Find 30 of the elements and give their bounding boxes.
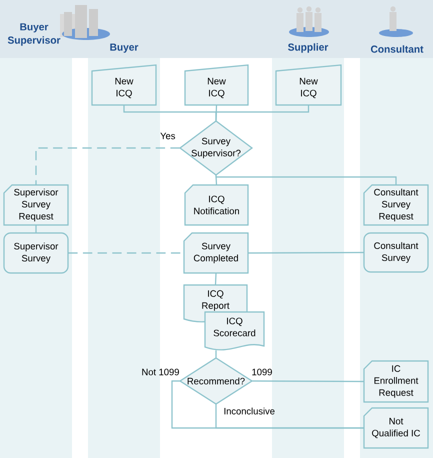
document-box: Not Qualified IC [363, 407, 429, 449]
process-box: Supervisor Survey [3, 232, 69, 274]
document-box: IC Enrollment Request [363, 360, 429, 403]
document-box: Consultant Survey Request [363, 184, 429, 226]
connector-line [215, 350, 217, 358]
connector-line [215, 175, 397, 185]
lane-title: Supplier [288, 43, 328, 53]
edge-label: 1099 [252, 368, 272, 376]
input-box: New ICQ [184, 64, 249, 106]
connector-line [215, 105, 310, 121]
lane-title: Consultant [370, 45, 424, 53]
connector-line [214, 273, 217, 285]
lane-title: Buyer [110, 44, 138, 53]
connector-line [215, 175, 218, 185]
report-box: ICQ Scorecard [204, 311, 265, 350]
connector-line [171, 380, 364, 429]
connector-line [35, 147, 180, 185]
connector-line [248, 252, 364, 254]
edge-label: Not 1099 [142, 368, 179, 376]
input-box: New ICQ [275, 64, 342, 106]
process-box: Consultant Survey [363, 232, 429, 273]
document-box: ICQ Notification [184, 184, 249, 226]
edge-label: Yes [160, 132, 176, 140]
connector-line [35, 225, 37, 233]
input-box: New ICQ [91, 64, 157, 106]
document-box: Survey Completed [183, 232, 249, 274]
edge-label: Inconclusive [224, 408, 275, 414]
document-box: Supervisor Survey Request [3, 184, 69, 226]
connector-line [252, 380, 364, 382]
lane-title: Buyer Supervisor [8, 23, 60, 46]
